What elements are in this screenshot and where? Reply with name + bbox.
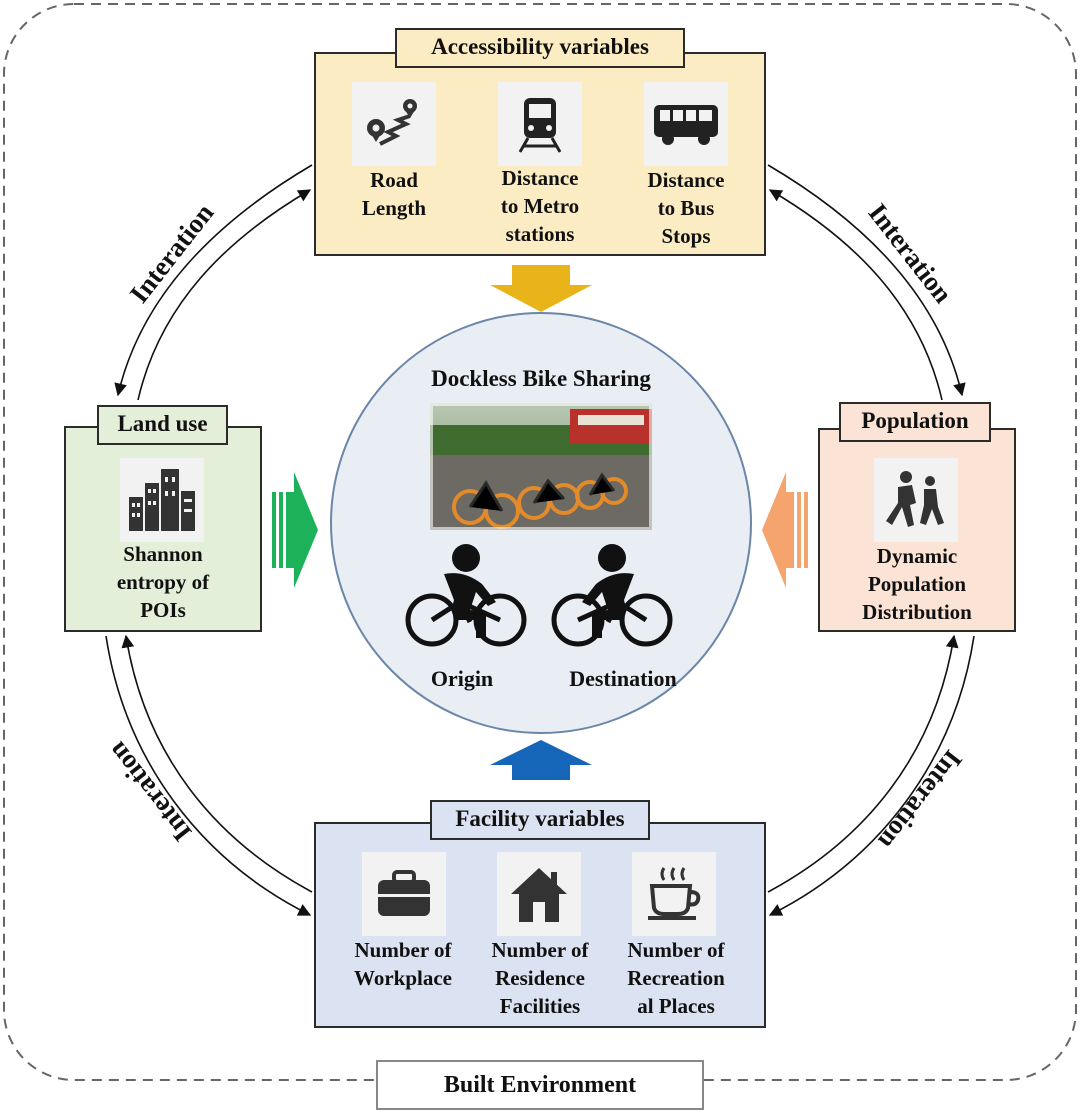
distance-bus-label: Distance to Bus Stops (647, 168, 725, 248)
shannon-entropy-label: Shannon entropy of POIs (116, 542, 210, 622)
arrow-left-population (762, 472, 808, 588)
origin-bicycle-icon (404, 540, 528, 657)
built-environment-label: Built Environment (376, 1060, 704, 1110)
accessibility-title: Accessibility variables (395, 28, 685, 68)
number-residence-label: Number of Residence Facilities (491, 938, 589, 1018)
destination-label: Destination (569, 666, 677, 691)
arrow-up-facility (490, 740, 592, 780)
bus-icon (644, 82, 728, 166)
interaction-arc-top-left (114, 164, 313, 401)
interaction-arc-top-right (767, 164, 966, 401)
facility-title: Facility variables (430, 800, 650, 840)
dynamic-population-label: Dynamic Population Distribution (862, 544, 972, 624)
interaction-arc-bottom-left (105, 634, 313, 916)
bike-parking-photo (430, 403, 652, 530)
map-route-icon (352, 82, 436, 166)
road-length-label: Road Length (361, 168, 427, 220)
land-use-title: Land use (97, 405, 228, 445)
number-recreation-label: Number of Recreation al Places (627, 938, 725, 1018)
pedestrians-icon (874, 458, 958, 542)
metro-train-icon (498, 82, 582, 166)
origin-label: Origin (430, 666, 494, 691)
city-buildings-icon (120, 458, 204, 542)
house-icon (497, 852, 581, 936)
dockless-bike-sharing-title: Dockless Bike Sharing (431, 366, 651, 391)
number-workplace-label: Number of Workplace (354, 938, 452, 990)
arrow-down-accessibility (490, 265, 592, 312)
arrow-right-landuse (272, 472, 318, 588)
population-title: Population (839, 402, 991, 442)
interaction-arc-bottom-right (767, 634, 975, 916)
briefcase-icon (362, 852, 446, 936)
distance-metro-label: Distance to Metro stations (500, 166, 580, 246)
destination-bicycle-icon (550, 540, 674, 657)
coffee-cup-icon (632, 852, 716, 936)
